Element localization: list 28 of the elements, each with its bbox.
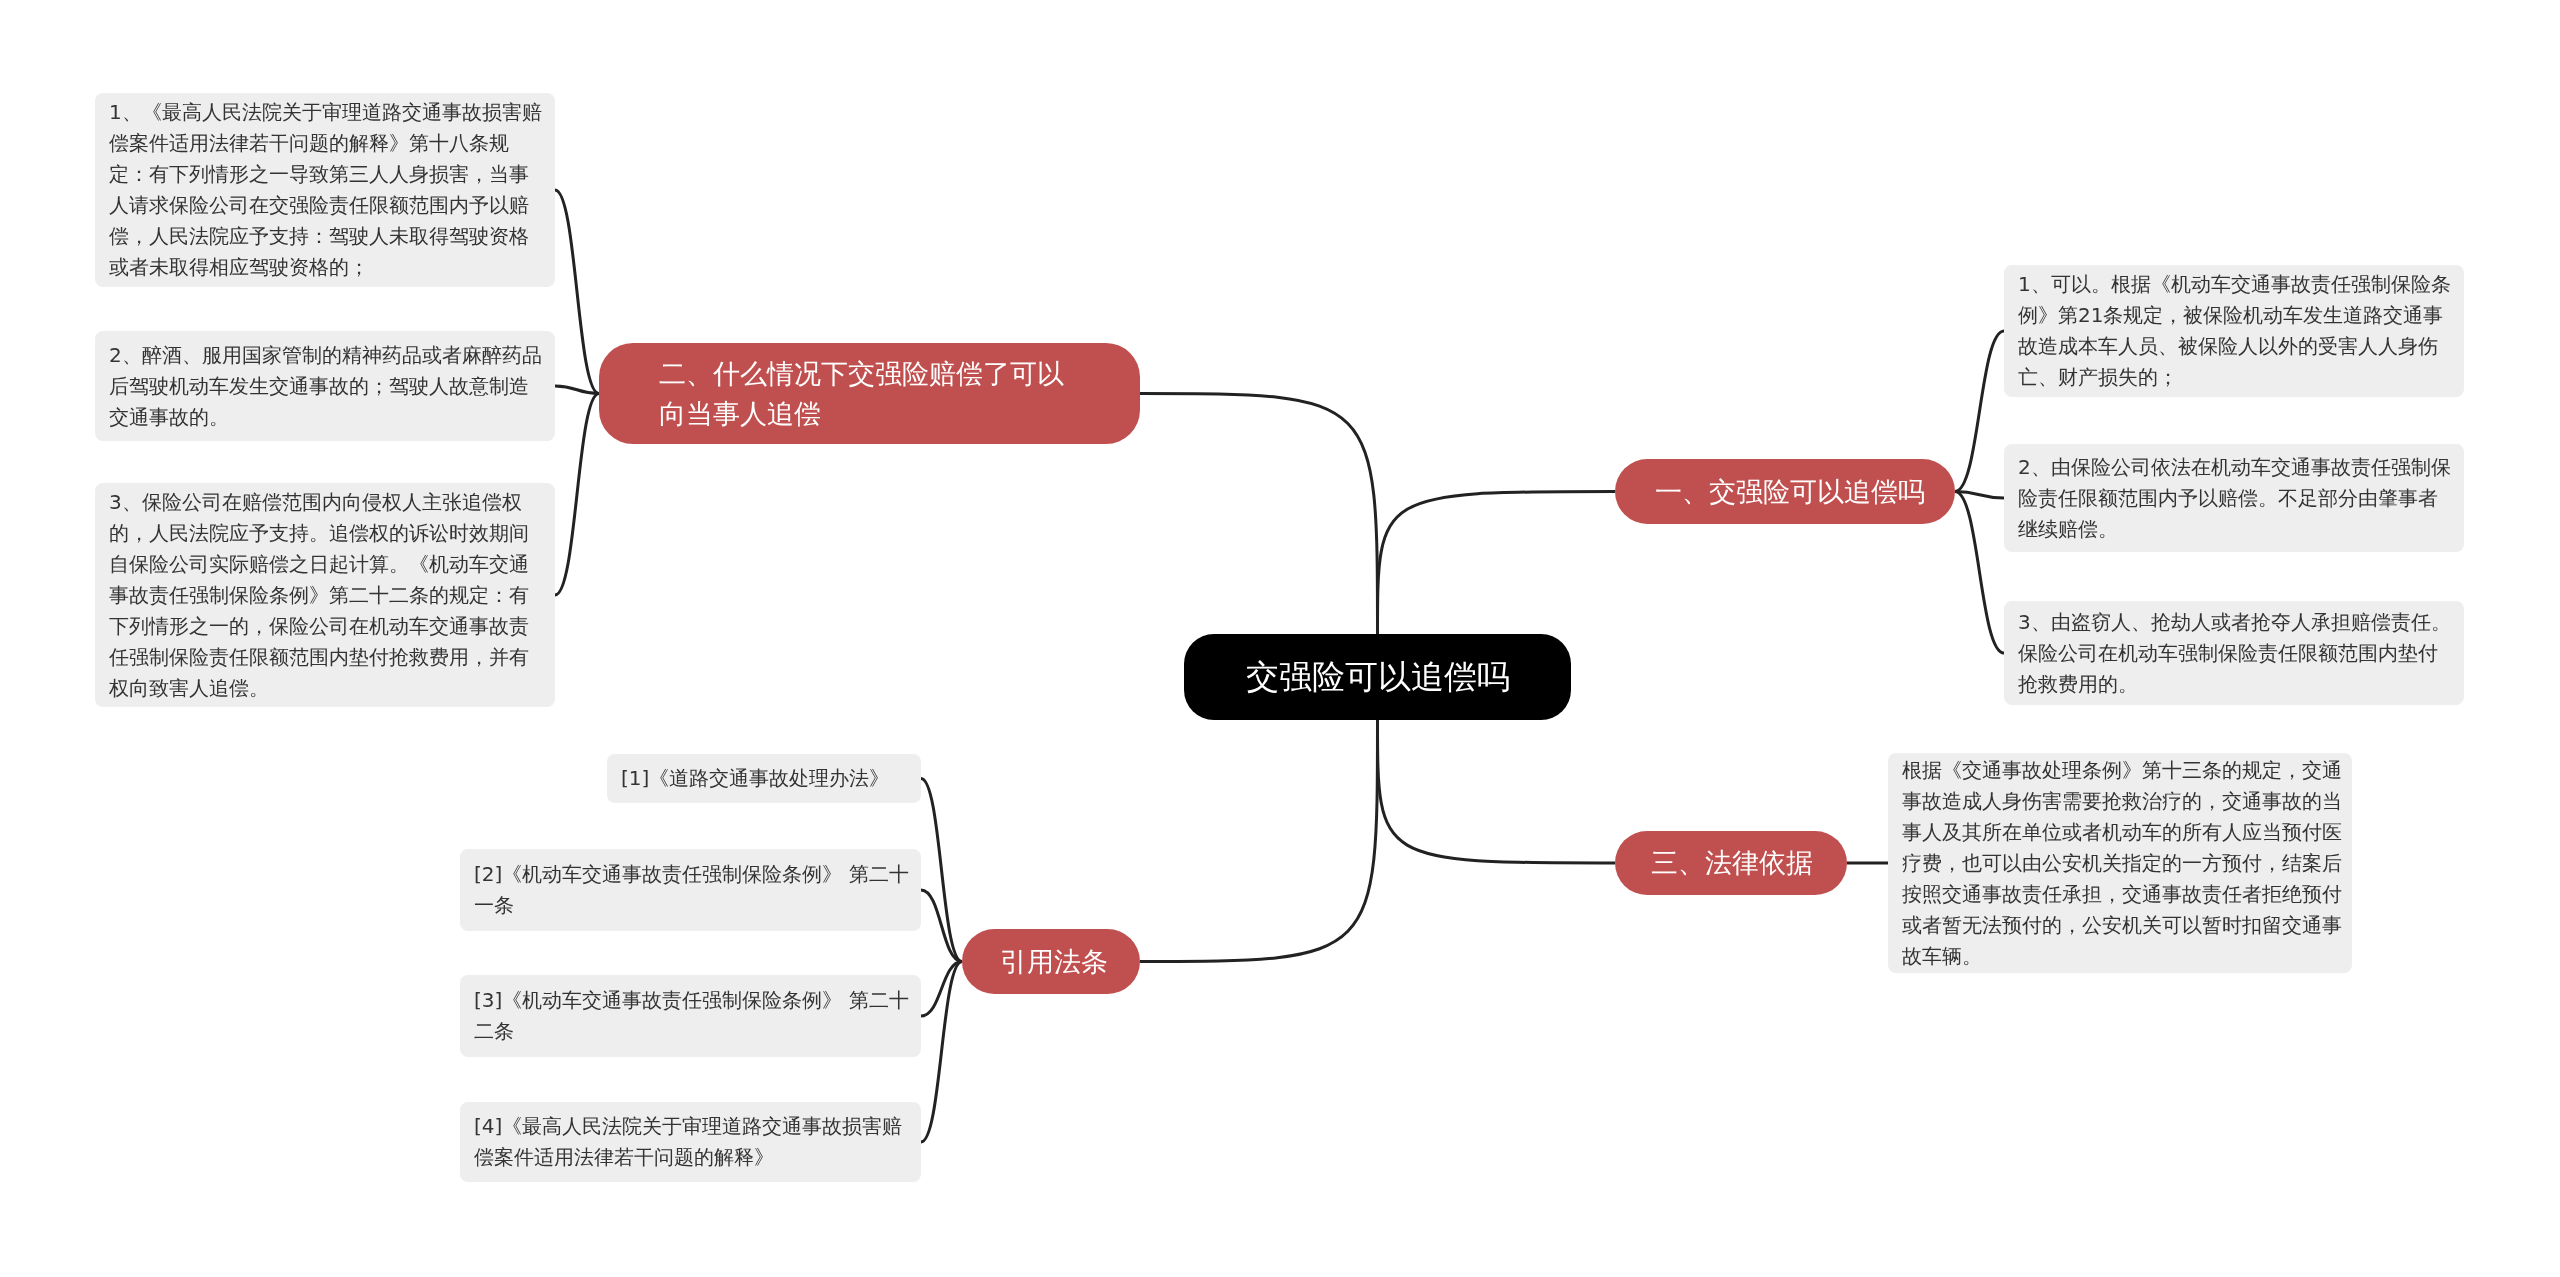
connector-line <box>554 392 600 597</box>
connector-line <box>1954 490 2005 655</box>
note-card: [1]《道路交通事故处理办法》 <box>607 754 921 803</box>
topic-box: 二、什么情况下交强险赔偿了可以向当事人追偿 <box>599 343 1140 444</box>
note-card: 1、《最高人民法院关于审理道路交通事故损害赔偿案件适用法律若干问题的解释》第十八条规定：有下列情形之一导致第三人人身损害，当事人请求保险公司在交强险责任限额范围内予以赔偿，人民法院应予支持：驾驶人未取得驾驶资格或者未取得相应驾驶资格的； <box>95 93 555 287</box>
connector-line <box>554 188 600 395</box>
connector-line <box>1376 490 1615 634</box>
note-card: [3]《机动车交通事故责任强制保险条例》 第二十二条 <box>460 975 921 1057</box>
connector-line <box>554 384 600 395</box>
connector-line <box>920 960 963 1144</box>
connector-line <box>1376 720 1615 865</box>
note-card: 3、保险公司在赔偿范围内向侵权人主张追偿权的，人民法院应予支持。追偿权的诉讼时效期间自保险公司实际赔偿之日起计算。《机动车交通事故责任强制保险条例》第二十二条的规定：有下列情形之一的，保险公司在机动车交通事故责任强制保险责任限额范围内垫付抢救费用，并有权向致害人追偿。 <box>95 483 555 707</box>
note-card: 2、由保险公司依法在机动车交通事故责任强制保险责任限额范围内予以赔偿。不足部分由肇事者继续赔偿。 <box>2004 444 2464 552</box>
note-card: 3、由盗窃人、抢劫人或者抢夺人承担赔偿责任。保险公司在机动车强制保险责任限额范围内垫付抢救费用的。 <box>2004 601 2464 705</box>
topic-box: 三、法律依据 <box>1615 831 1847 895</box>
connector-line <box>1954 490 2005 500</box>
note-card: 根据《交通事故处理条例》第十三条的规定，交通事故造成人身伤害需要抢救治疗的，交通事故的当事人及其所在单位或者机动车的所有人应当预付医疗费，也可以由公安机关指定的一方预付，结案后按照交通事故责任承担，交通事故责任者拒绝预付或者暂无法预付的，公安机关可以暂时扣留交通事故车辆。 <box>1888 753 2352 973</box>
topic-box: 引用法条 <box>962 929 1140 994</box>
note-card: [4]《最高人民法院关于审理道路交通事故损害赔偿案件适用法律若干问题的解释》 <box>460 1102 921 1182</box>
connector-line <box>920 960 963 1018</box>
connector-line <box>1954 329 2005 493</box>
connector-line <box>920 888 963 963</box>
note-card: 2、醉酒、服用国家管制的精神药品或者麻醉药品后驾驶机动车发生交通事故的；驾驶人故意制造交通事故的。 <box>95 331 555 441</box>
note-card: [2]《机动车交通事故责任强制保险条例》 第二十一条 <box>460 849 921 931</box>
connector-line <box>920 777 963 963</box>
central-topic: 交强险可以追偿吗 <box>1184 634 1571 720</box>
topic-box: 一、交强险可以追偿吗 <box>1615 459 1955 524</box>
note-card: 1、可以。根据《机动车交通事故责任强制保险条例》第21条规定，被保险机动车发生道路交通事故造成本车人员、被保险人以外的受害人人身伤亡、财产损失的； <box>2004 265 2464 397</box>
